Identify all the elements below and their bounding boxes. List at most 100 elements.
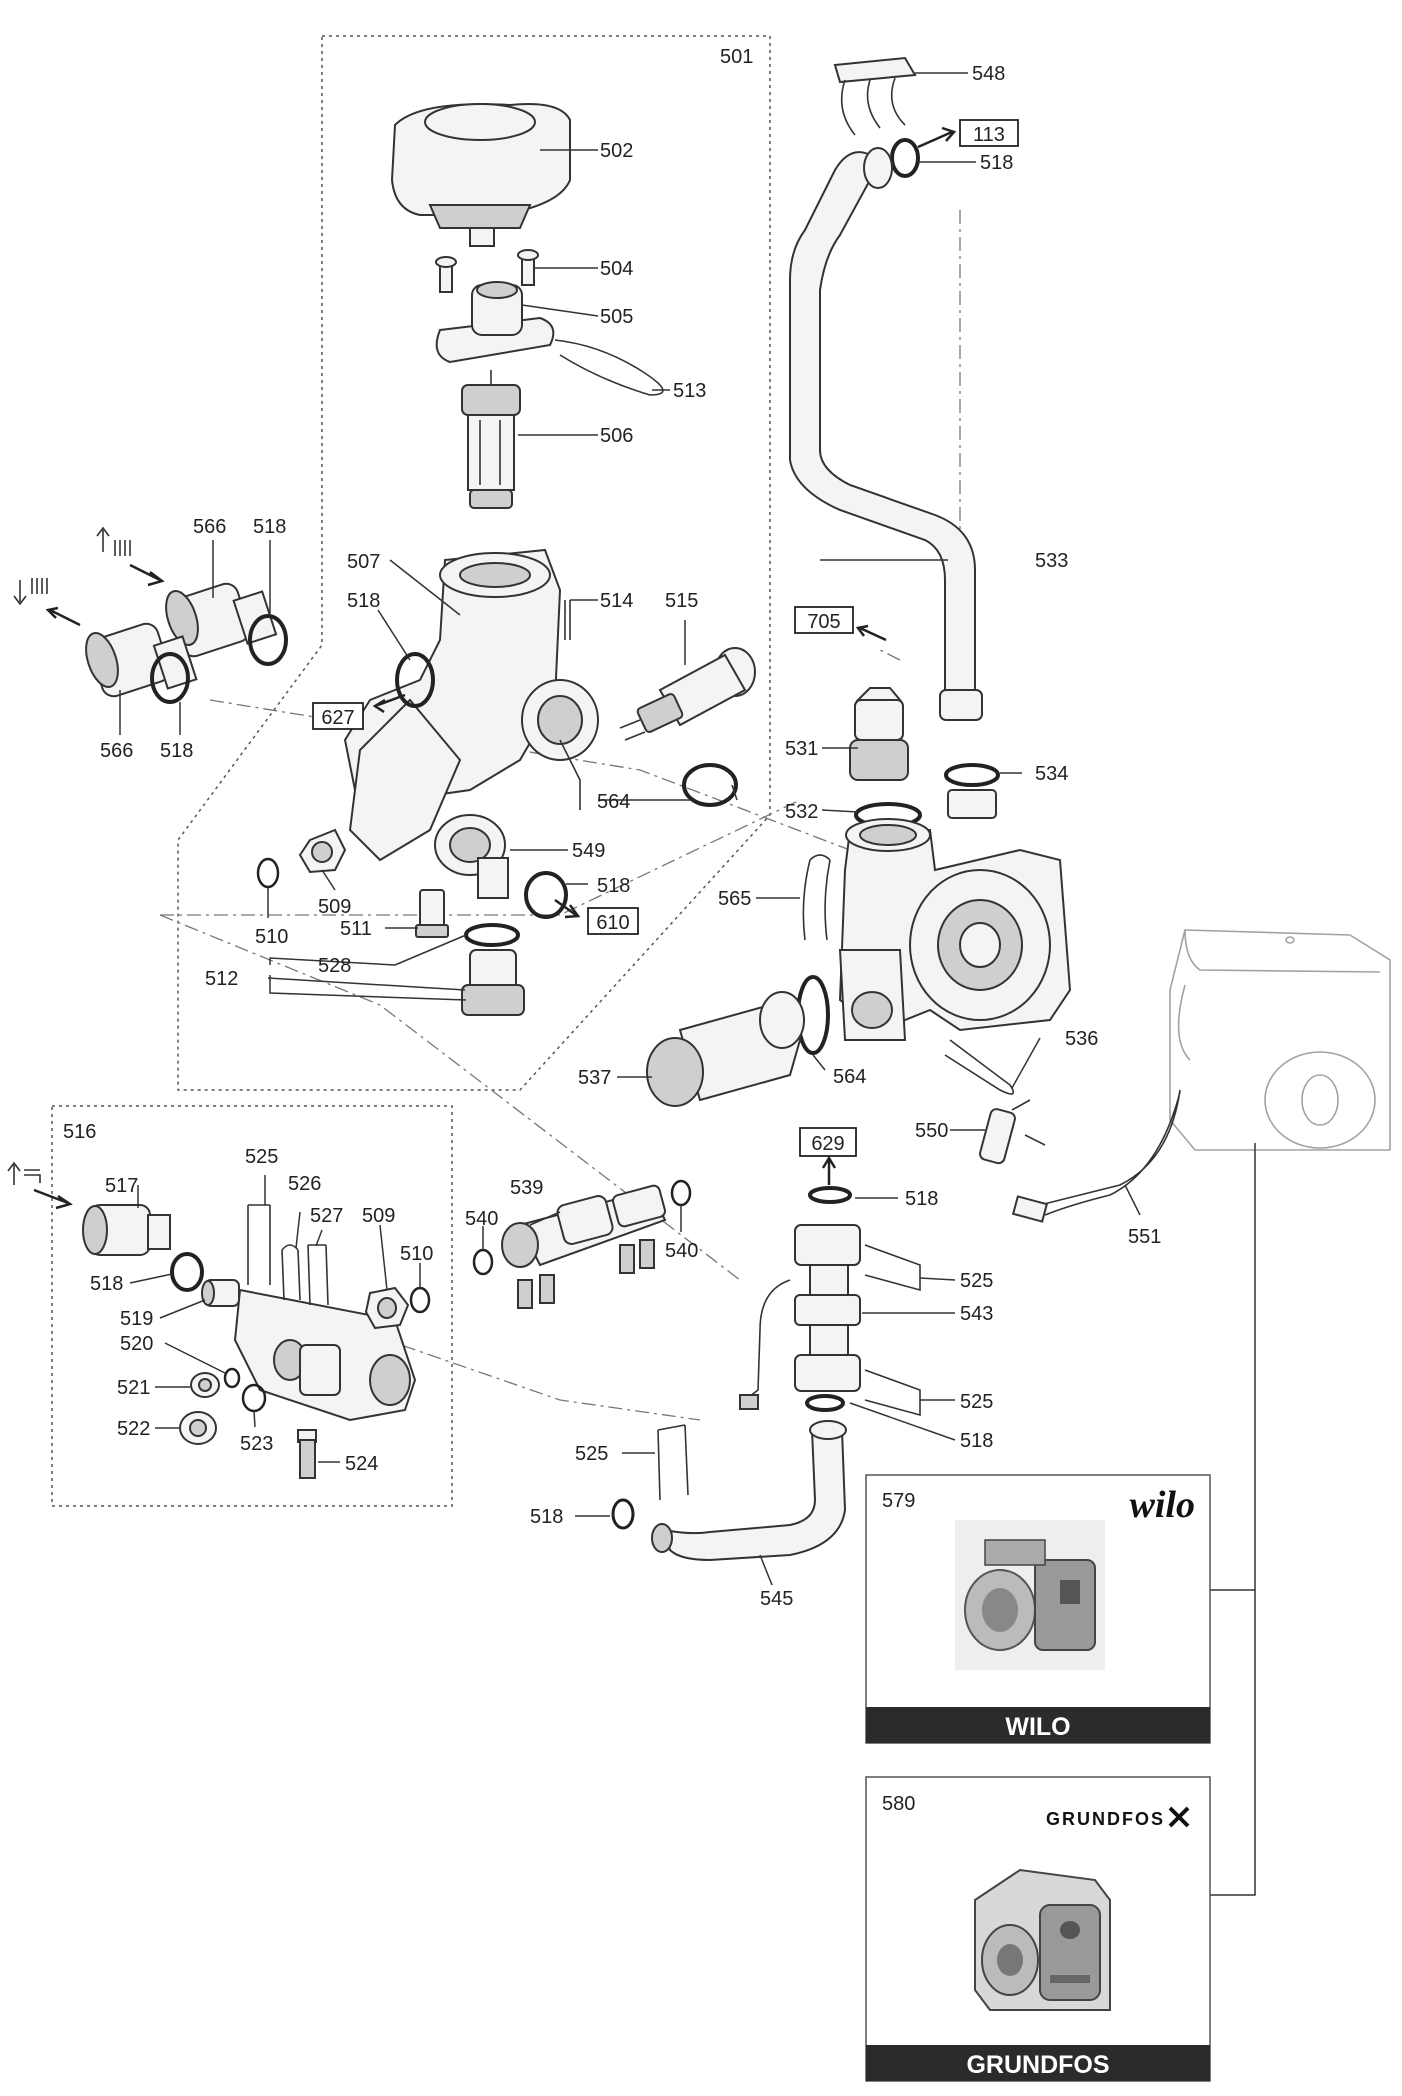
label-548: 548 — [972, 63, 1005, 85]
label-540-left: 540 — [465, 1208, 498, 1230]
part-502-actuator — [390, 103, 571, 247]
label-518-valve: 518 — [347, 590, 380, 612]
part-531-air-vent — [849, 687, 909, 781]
part-518-oring-516 — [170, 1252, 204, 1292]
tap-water-icon — [7, 1161, 41, 1185]
label-518-516: 518 — [90, 1273, 123, 1295]
part-564-oring-upper — [682, 763, 738, 807]
label-520: 520 — [120, 1333, 153, 1355]
label-519: 519 — [120, 1308, 153, 1330]
label-545: 545 — [760, 1588, 793, 1610]
part-550-capacitor — [979, 1099, 1046, 1165]
ref-box-629: 629 — [799, 1127, 857, 1157]
label-537: 537 — [578, 1067, 611, 1089]
ref-705-text: 705 — [807, 611, 840, 633]
label-514: 514 — [600, 590, 633, 612]
part-509-nut — [298, 828, 347, 874]
part-566-fitting-upper — [165, 582, 278, 658]
part-549-connector — [477, 857, 509, 899]
part-543-fitting — [739, 1224, 861, 1410]
part-525-clip-pipe — [657, 1424, 689, 1501]
part-518-oring-top — [890, 138, 920, 178]
label-543: 543 — [960, 1303, 993, 1325]
part-540-orings — [472, 1179, 692, 1276]
part-pump-body — [838, 818, 1072, 1041]
label-518-610: 518 — [597, 875, 630, 897]
label-521: 521 — [117, 1377, 150, 1399]
label-516: 516 — [63, 1121, 96, 1143]
label-525-lower-right: 525 — [960, 1391, 993, 1413]
panel-grundfos: 580 GRUNDFOS GRUNDFOS — [865, 1776, 1211, 2082]
panel-grundfos-number: 580 — [882, 1793, 915, 1815]
grundfos-logo: GRUNDFOS — [1046, 1809, 1165, 1829]
label-518-pipe-end: 518 — [530, 1506, 563, 1528]
label-533: 533 — [1035, 550, 1068, 572]
part-545-pipe — [651, 1420, 847, 1562]
label-539: 539 — [510, 1177, 543, 1199]
label-518-pipe: 518 — [960, 1430, 993, 1452]
label-524: 524 — [345, 1453, 378, 1475]
label-511: 511 — [340, 918, 372, 940]
label-528: 528 — [318, 955, 351, 977]
part-513-clip — [554, 339, 664, 396]
label-505: 505 — [600, 306, 633, 328]
part-517-fitting — [82, 1204, 171, 1256]
label-502: 502 — [600, 140, 633, 162]
label-536: 536 — [1065, 1028, 1098, 1050]
ref-610-text: 610 — [596, 912, 629, 934]
label-507: 507 — [347, 551, 380, 573]
flow-arrows — [33, 126, 957, 1210]
part-511-plug — [415, 889, 449, 938]
label-532: 532 — [785, 801, 818, 823]
group-516-boundary — [51, 1105, 453, 1507]
ref-113-text: 113 — [973, 124, 1005, 146]
part-551-cable — [1011, 1089, 1181, 1223]
part-518-oring-pipe — [805, 1394, 845, 1412]
part-510-washer — [256, 857, 280, 889]
label-518-top: 518 — [980, 152, 1013, 174]
label-515: 515 — [665, 590, 698, 612]
label-518-629: 518 — [905, 1188, 938, 1210]
part-536-clip — [944, 1039, 1015, 1095]
leader-lines — [119, 72, 1256, 1896]
wilo-logo: wilo — [1130, 1484, 1195, 1526]
label-551: 551 — [1128, 1226, 1161, 1248]
part-548-clip — [833, 56, 917, 136]
part-539-flow-sensor — [501, 1184, 667, 1309]
label-525-upper-right: 525 — [960, 1270, 993, 1292]
part-528-oring — [464, 923, 520, 947]
label-510: 510 — [255, 926, 288, 948]
part-518-oring-629 — [808, 1186, 852, 1204]
label-509-516: 509 — [362, 1205, 395, 1227]
label-549: 549 — [572, 840, 605, 862]
label-523: 523 — [240, 1433, 273, 1455]
label-526: 526 — [288, 1173, 321, 1195]
label-510-516: 510 — [400, 1243, 433, 1265]
label-534: 534 — [1035, 763, 1068, 785]
label-517: 517 — [105, 1175, 138, 1197]
panel-wilo-caption: WILO — [1005, 1713, 1070, 1741]
radiator-outlet-icon — [96, 526, 131, 556]
ref-box-705: 705 — [794, 606, 854, 634]
ref-box-627: 627 — [312, 702, 364, 730]
part-534-oring — [944, 763, 1000, 819]
label-518-upper: 518 — [253, 516, 286, 538]
panel-grundfos-caption: GRUNDFOS — [966, 2051, 1109, 2079]
part-512-cap — [461, 949, 525, 1016]
part-518-orings-left — [150, 614, 435, 708]
ref-627-text: 627 — [321, 707, 354, 729]
grundfos-pump-photo — [974, 1868, 1111, 2011]
label-531: 531 — [785, 738, 818, 760]
panel-wilo-number: 579 — [882, 1490, 915, 1512]
label-540-right: 540 — [665, 1240, 698, 1262]
ref-box-610: 610 — [587, 907, 639, 935]
label-506: 506 — [600, 425, 633, 447]
part-514-clip — [564, 600, 571, 640]
part-labels: 501 502 504 505 513 506 507 514 515 518 … — [63, 46, 1161, 1610]
part-515-sensor — [619, 647, 756, 741]
label-525-pipe: 525 — [575, 1443, 608, 1465]
part-565-clip — [802, 854, 831, 941]
label-513: 513 — [673, 380, 706, 402]
part-519-bushing — [201, 1279, 240, 1307]
